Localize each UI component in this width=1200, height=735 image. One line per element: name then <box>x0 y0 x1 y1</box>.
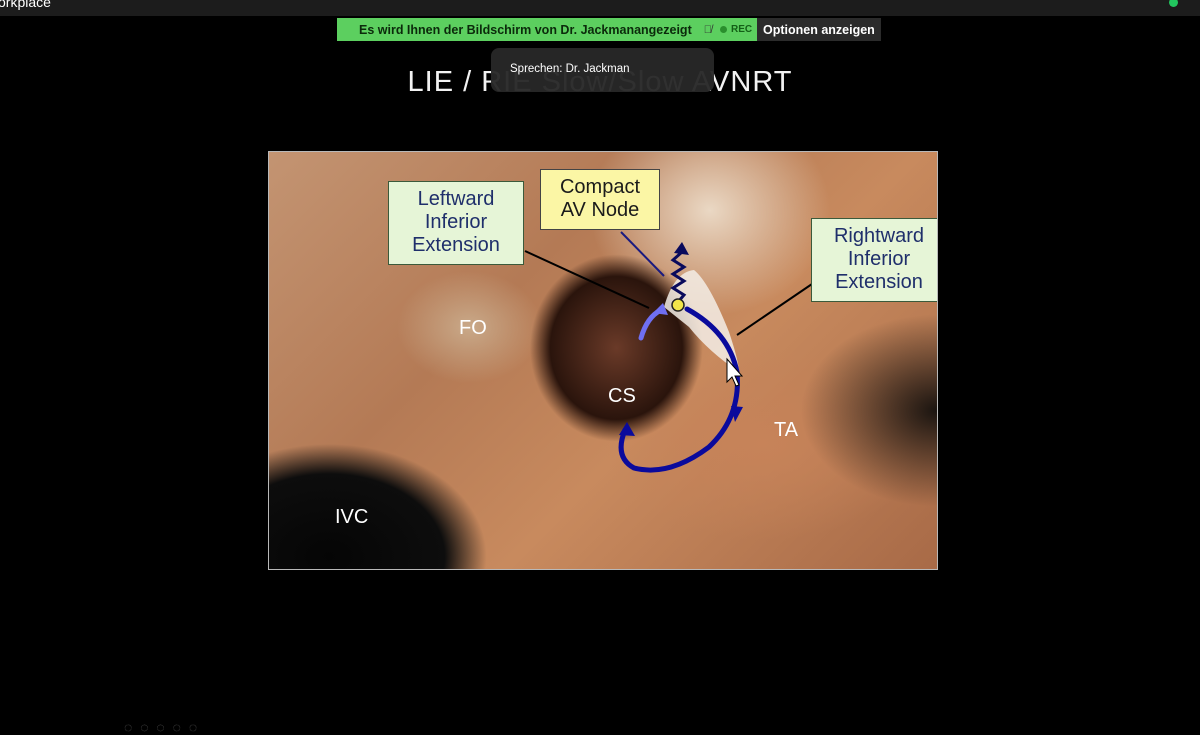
fo-label: FO <box>459 317 487 339</box>
leftward-pathway-arrow <box>638 307 664 341</box>
leftward-arrowhead-icon <box>653 303 668 315</box>
screen-share-banner: Es wird Ihnen der Bildschirm von Dr. Jac… <box>337 18 757 41</box>
bottom-toolbar-icons: ◌ ◌ ◌ ◌ ◌ <box>124 719 200 735</box>
rec-indicator: REC <box>719 24 753 35</box>
callout-line: Inferior <box>847 248 911 270</box>
speaker-text: Sprechen: Dr. Jackman <box>510 63 630 75</box>
top-right-status <box>1169 0 1190 8</box>
callout-line: Compact <box>559 176 641 198</box>
heart-anatomy-image: Leftward Inferior Extension Compact AV N… <box>268 151 938 570</box>
ivc-label: IVC <box>335 506 369 528</box>
rightward-pathway-arrow <box>618 306 740 473</box>
rec-label: REC <box>730 24 753 35</box>
down-arrowhead-icon <box>731 406 743 422</box>
callout-line: Extension <box>835 271 923 293</box>
show-options-button[interactable]: Optionen anzeigen <box>757 18 881 41</box>
wavy-conduction-line <box>670 250 687 303</box>
rec-dot-icon <box>719 25 727 33</box>
compact-av-node-callout: Compact AV Node <box>540 169 660 230</box>
status-green-icon <box>1169 0 1178 7</box>
mic-muted-icon: 🎙̸ <box>703 23 712 36</box>
callout-line: Leftward <box>417 188 495 210</box>
callout-line: Rightward <box>833 225 925 247</box>
mouse-cursor-icon <box>726 357 744 387</box>
pathway-overlay <box>524 231 813 473</box>
up-arrowhead-icon <box>674 242 689 255</box>
compact-leader-line <box>620 231 665 277</box>
speaker-tooltip: Sprechen: Dr. Jackman <box>491 48 714 92</box>
share-banner-text: Es wird Ihnen der Bildschirm von Dr. Jac… <box>359 22 692 37</box>
av-node-marker <box>671 298 685 312</box>
callout-line: AV Node <box>560 199 640 221</box>
rightward-leader-line <box>736 283 813 336</box>
rightward-inferior-extension-callout: Rightward Inferior Extension <box>811 218 937 302</box>
app-name: orkplace <box>0 0 51 10</box>
cs-arrowhead-icon <box>619 422 635 436</box>
leftward-leader-line <box>524 250 650 309</box>
leftward-inferior-extension-callout: Leftward Inferior Extension <box>388 181 524 265</box>
cs-label: CS <box>608 385 636 407</box>
ta-label: TA <box>774 419 799 441</box>
callout-line: Extension <box>412 234 500 256</box>
top-bar: orkplace <box>0 0 1200 16</box>
callout-line: Inferior <box>424 211 488 233</box>
